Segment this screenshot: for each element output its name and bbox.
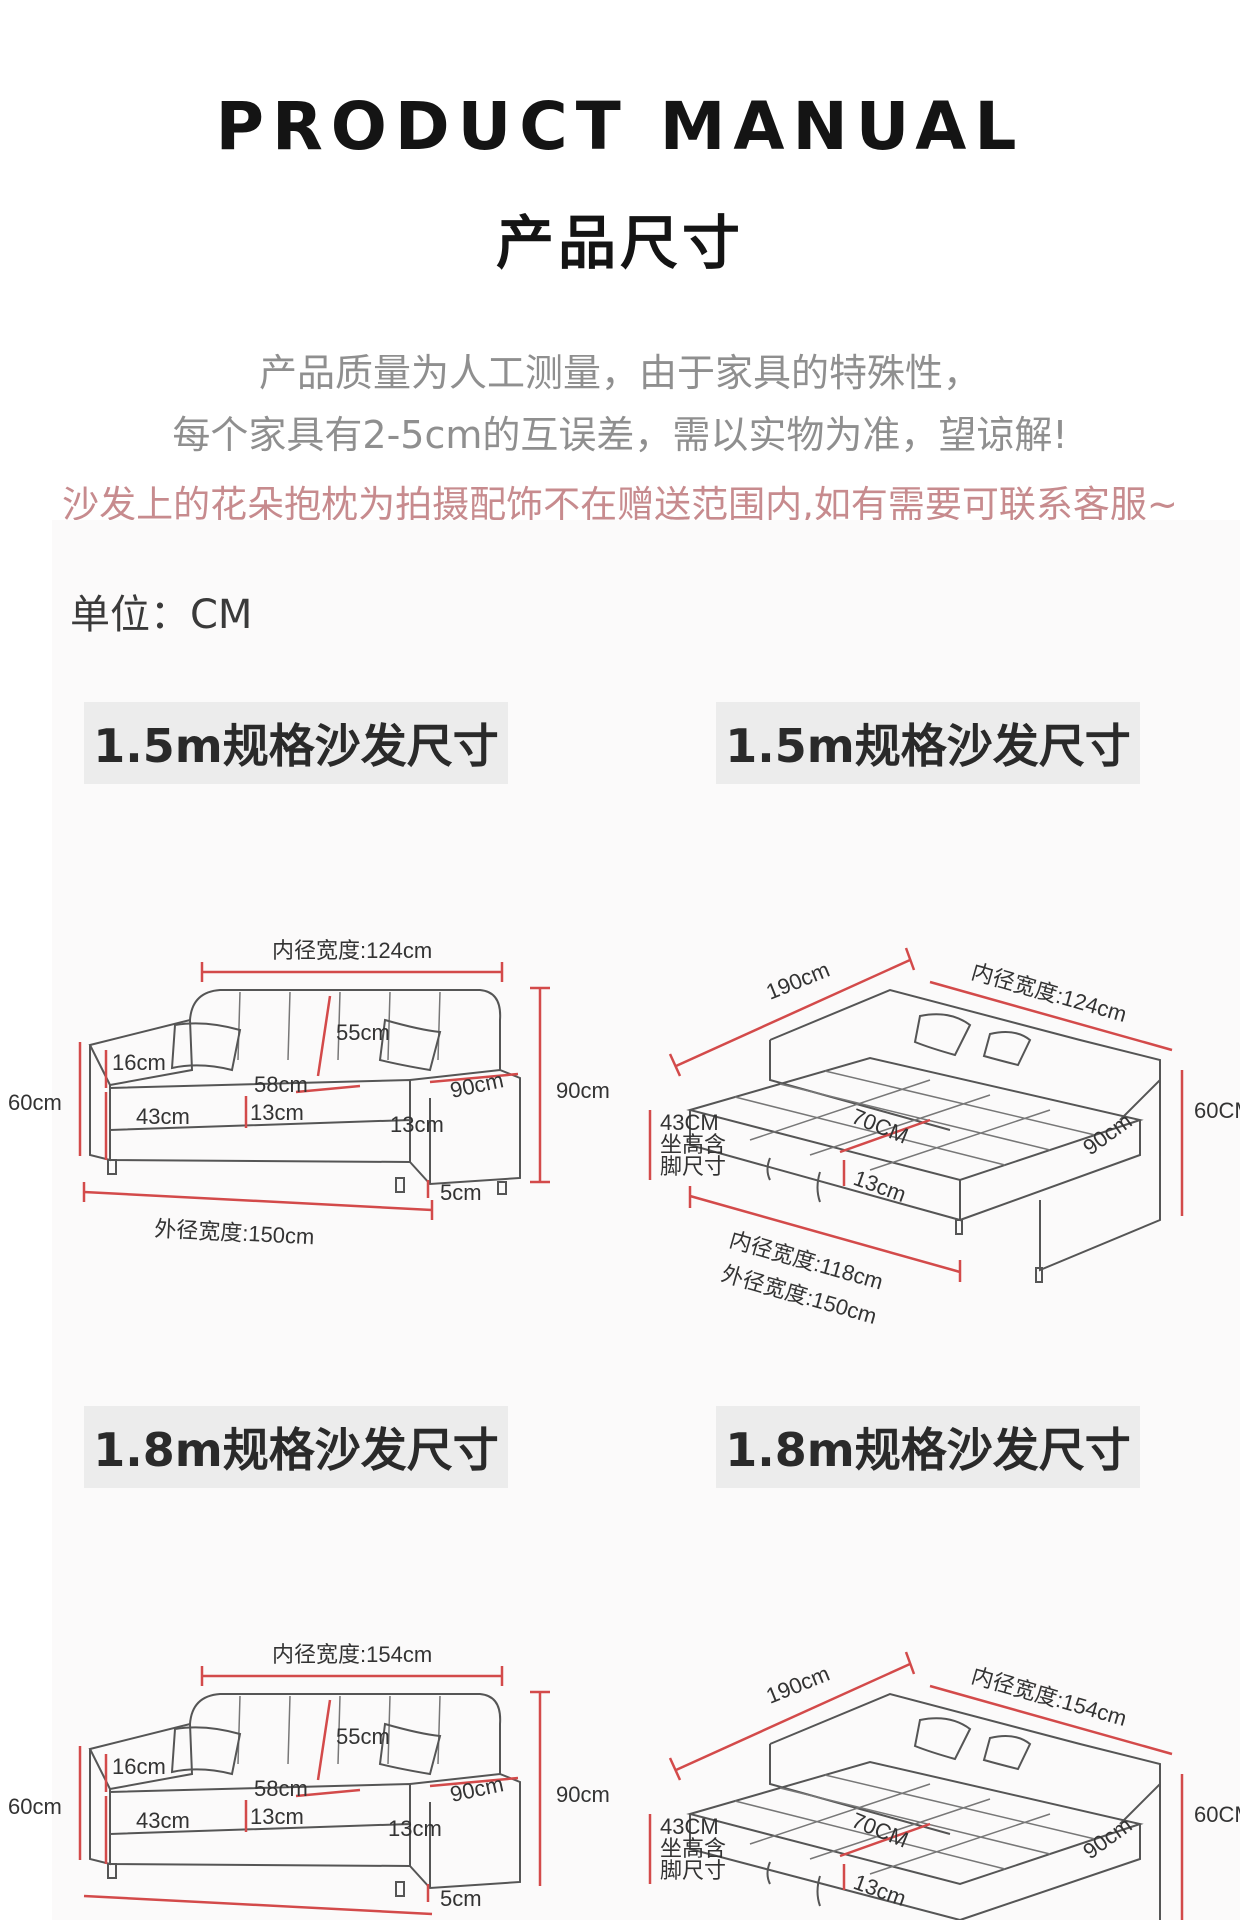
unit-label: 单位：CM	[70, 592, 253, 638]
spec-title-left-2: 1.8m规格沙发尺寸	[84, 1406, 508, 1488]
title-cn: 产品尺寸	[495, 209, 744, 277]
sofa-arm-height: 16cm	[112, 1050, 166, 1075]
bed-seat-height-2: 坐高含	[660, 1132, 726, 1157]
note-line-2: 每个家具有2-5cm的互误差，需以实物为准，望谅解!	[172, 413, 1068, 457]
sofa-arm-total: 60cm	[8, 1090, 62, 1115]
sofa-diagram-1: 内径宽度:124cm 55cm 16cm 58cm 43cm 13cm 13cm…	[8, 938, 610, 1249]
sofa2-seat-depth: 58cm	[254, 1776, 308, 1801]
sofa2-arm-height: 16cm	[112, 1754, 166, 1779]
sofa2-back-height: 55cm	[336, 1724, 390, 1749]
sofa-back-height: 55cm	[336, 1020, 390, 1045]
bed-diagram-1: 190cm 内径宽度:124cm 43CM 坐高含 脚尺寸 70CM 13cm …	[648, 947, 1240, 1329]
bed2-seat-height-1: 43CM	[660, 1814, 719, 1839]
bed-seat-height-3: 脚尺寸	[660, 1154, 726, 1179]
sofa-total-height: 90cm	[556, 1078, 610, 1103]
sofa-seat-depth: 58cm	[254, 1072, 308, 1097]
sofa2-depth: 90cm	[448, 1771, 506, 1807]
bed2-height: 60CM	[1194, 1802, 1240, 1827]
bed2-seat-height-3: 脚尺寸	[660, 1858, 726, 1883]
note-line-3: 沙发上的花朵抱枕为拍摄配饰不在赠送范围内,如有需要可联系客服~	[62, 483, 1178, 526]
sofa2-leg: 5cm	[440, 1886, 482, 1911]
bed-seat-height-1: 43CM	[660, 1110, 719, 1135]
bed-height: 60CM	[1194, 1098, 1240, 1123]
sofa-inner-width: 内径宽度:124cm	[272, 938, 432, 963]
sofa-outer-width: 外径宽度:150cm	[154, 1216, 315, 1249]
bed2-cushion: 13cm	[850, 1869, 909, 1911]
bed-length: 190cm	[763, 957, 834, 1005]
sofa-seat-height: 43cm	[136, 1104, 190, 1129]
sofa2-total-height: 90cm	[556, 1782, 610, 1807]
bed-arm-depth: 90cm	[1078, 1108, 1136, 1160]
bed-diagram-2: 190cm 内径宽度:154cm 43CM 坐高含 脚尺寸 70CM 13cm …	[648, 1651, 1240, 1920]
sofa-arm-thick: 13cm	[390, 1112, 444, 1137]
sofa2-inner-width: 内径宽度:154cm	[272, 1642, 432, 1667]
note-line-1: 产品质量为人工测量，由于家具的特殊性，	[258, 351, 981, 395]
spec-title-right-2: 1.8m规格沙发尺寸	[716, 1406, 1140, 1488]
sofa-depth: 90cm	[448, 1067, 506, 1103]
bed2-seat-height-2: 坐高含	[660, 1836, 726, 1861]
bed-cushion: 13cm	[850, 1165, 909, 1207]
sofa-diagram-2: 内径宽度:154cm 55cm 16cm 58cm 43cm 13cm 13cm…	[8, 1642, 610, 1916]
spec-title-right-1: 1.5m规格沙发尺寸	[716, 702, 1140, 784]
sofa-leg: 5cm	[440, 1180, 482, 1205]
sofa-cushion-thick: 13cm	[250, 1100, 304, 1125]
sofa2-seat-height: 43cm	[136, 1808, 190, 1833]
sofa2-arm-total: 60cm	[8, 1794, 62, 1819]
bed2-arm-depth: 90cm	[1078, 1812, 1136, 1864]
sofa2-cushion-thick: 13cm	[250, 1804, 304, 1829]
bed2-length: 190cm	[763, 1661, 834, 1709]
sofa2-arm-thick: 13cm	[388, 1816, 442, 1841]
spec-title-left-1: 1.5m规格沙发尺寸	[84, 702, 508, 784]
title-en: PRODUCT MANUAL	[215, 88, 1025, 165]
